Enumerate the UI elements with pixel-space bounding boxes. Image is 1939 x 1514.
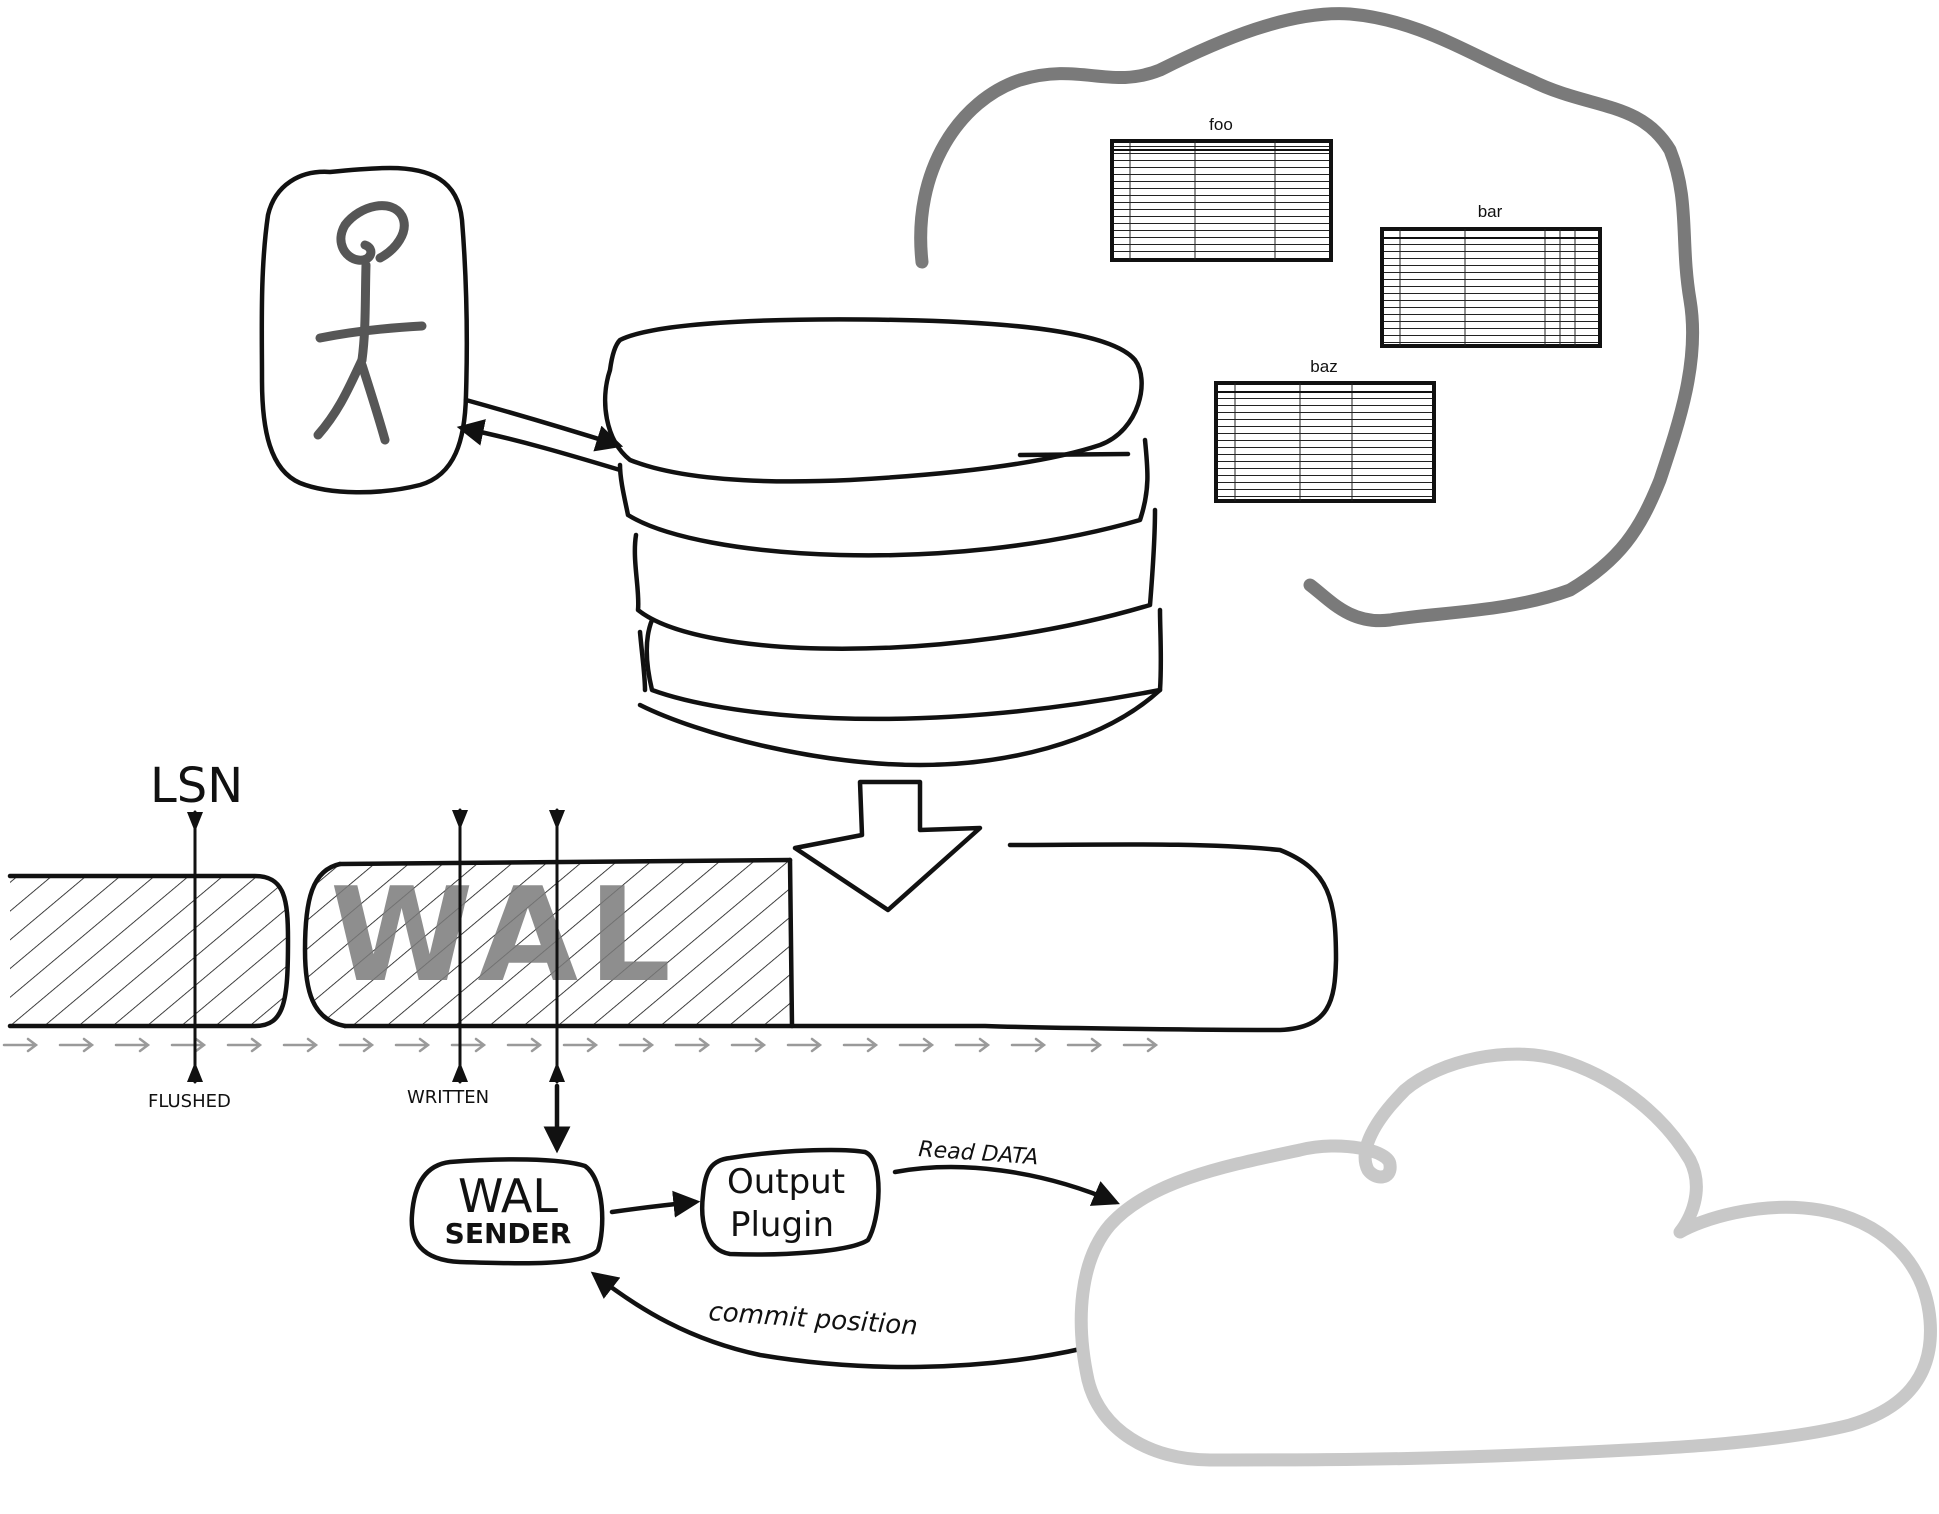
table-baz: baz <box>1214 357 1436 503</box>
table-baz-label: baz <box>1310 357 1337 376</box>
consumer-cloud-icon <box>1074 1047 1937 1467</box>
flushed-label: FLUSHED <box>148 1091 231 1112</box>
wal-watermark: WAL <box>330 859 681 1011</box>
wal-sender-line2: SENDER <box>445 1217 572 1250</box>
down-arrow-icon <box>792 779 983 913</box>
lsn-timeline <box>2 1037 1159 1053</box>
user-stick-figure-icon <box>259 165 470 495</box>
table-bar: bar <box>1380 202 1602 348</box>
output-plugin-line2: Plugin <box>730 1205 834 1245</box>
lsn-marker-sent <box>549 808 565 1084</box>
lsn-marker-written <box>452 808 468 1084</box>
table-foo-grid <box>1110 139 1333 262</box>
wal-sender-node: WAL SENDER <box>409 1157 605 1266</box>
wal-sender-line1: WAL <box>458 1169 558 1223</box>
read-data-arrow <box>892 1164 1120 1206</box>
commit-position-arrow <box>590 1271 1088 1370</box>
lsn-label: LSN <box>150 758 243 814</box>
table-foo: foo <box>1110 115 1333 262</box>
database-cylinder-icon <box>603 317 1164 768</box>
user-to-db-arrow <box>463 397 624 452</box>
lsn-marker-flushed <box>187 810 203 1084</box>
table-baz-grid <box>1214 381 1436 503</box>
table-bar-grid <box>1380 227 1602 348</box>
written-label: WRITTEN <box>407 1087 489 1108</box>
db-to-user-arrow <box>456 419 623 473</box>
output-plugin-node: Output Plugin <box>700 1147 881 1257</box>
table-bar-label: bar <box>1478 202 1503 221</box>
sender-to-plugin-arrow <box>609 1190 701 1218</box>
wal-segments: WAL <box>7 842 1339 1033</box>
commit-position-label: commit position <box>708 1297 919 1342</box>
thought-cloud-icon <box>914 7 1700 628</box>
output-plugin-line1: Output <box>727 1162 845 1202</box>
table-foo-label: foo <box>1209 115 1233 134</box>
